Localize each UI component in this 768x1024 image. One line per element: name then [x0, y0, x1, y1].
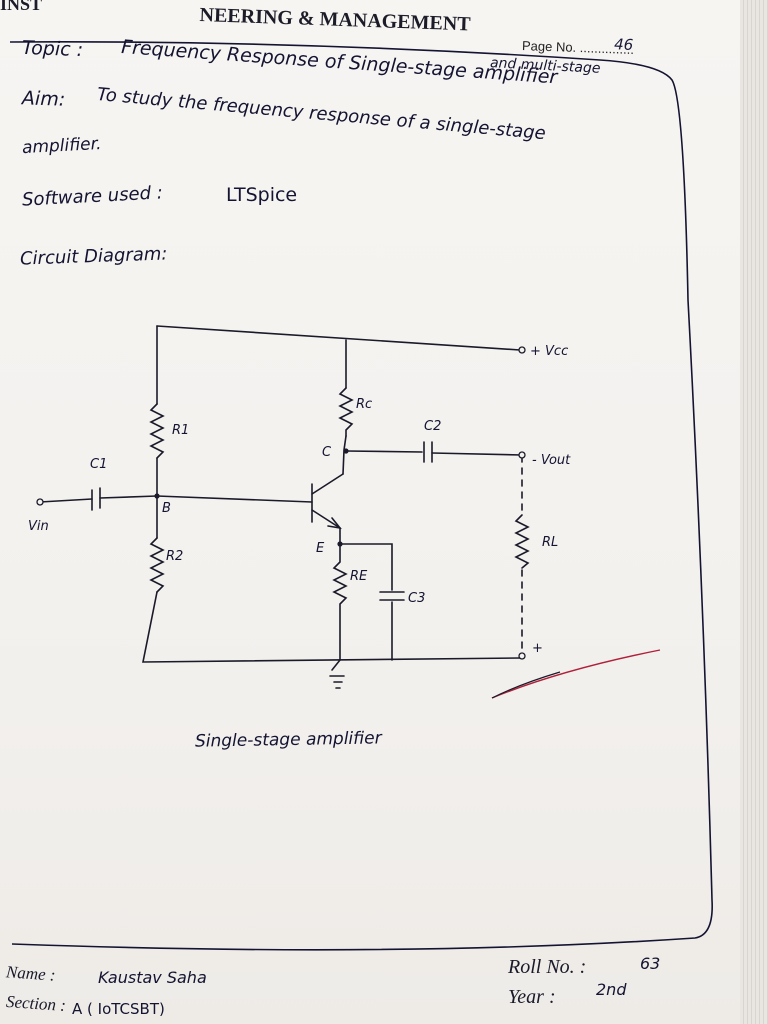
vin-label: Vin: [28, 519, 49, 534]
roll-no-label: Roll No. :: [508, 956, 587, 978]
r1-resistor: [149, 403, 165, 459]
plus-label: +: [532, 641, 543, 656]
software-value: LTSpice: [226, 184, 298, 206]
vcc-terminal: [518, 346, 526, 354]
name-label: Name :: [5, 962, 57, 985]
c1-label: C1: [90, 457, 107, 472]
c2-capacitor: [423, 441, 433, 463]
red-ink-stroke: [491, 649, 661, 699]
r2-resistor: [149, 537, 165, 593]
vcc-rail: [156, 325, 521, 351]
rl-resistor: [514, 514, 530, 569]
page-header: INST NEERING & MANAGEMENT: [0, 0, 740, 35]
c-node-label: C: [322, 445, 332, 460]
re-resistor: [332, 543, 348, 661]
notebook-page: INST NEERING & MANAGEMENT Page No. .....…: [0, 0, 740, 1024]
topic-label: Topic :: [21, 36, 84, 62]
node-b-dot: [154, 493, 160, 499]
diagram-caption: Single-stage amplifier: [194, 728, 382, 752]
rc-label: Rc: [356, 397, 372, 412]
vout-terminal: [518, 451, 526, 459]
c2-label: C2: [424, 419, 441, 434]
b-node-label: B: [162, 501, 171, 516]
c1-capacitor: [91, 487, 101, 511]
e-node-label: E: [316, 541, 325, 556]
year-label: Year :: [508, 986, 556, 1008]
re-label: RE: [350, 569, 368, 584]
name-value: Kaustav Saha: [98, 968, 207, 987]
r1-label: R1: [172, 423, 189, 438]
c3-label: C3: [408, 591, 425, 606]
rc-resistor: [338, 387, 354, 437]
year-value: 2nd: [596, 980, 627, 999]
vin-terminal: [36, 498, 44, 506]
vcc-label: + Vcc: [530, 344, 568, 359]
ground-terminal: [518, 652, 526, 660]
aim-text-line2: amplifier.: [21, 133, 102, 159]
page-border: [9, 41, 713, 951]
node-e-dot: [337, 541, 343, 547]
institution-fragment: INST: [0, 0, 43, 14]
roll-no-value: 63: [640, 954, 661, 973]
section-value: A ( IoTCSBT): [72, 1000, 165, 1018]
node-c-dot: [343, 448, 349, 454]
section-label: Section :: [5, 991, 67, 1016]
aim-label: Aim:: [21, 87, 66, 111]
circuit-diagram: + Vcc R1 Rc C2 C - Vout C1 B Vin R2 E RE…: [28, 325, 661, 699]
vout-label: - Vout: [532, 453, 571, 468]
ground-rail: [142, 591, 521, 663]
c3-capacitor: [379, 591, 405, 601]
r2-label: R2: [166, 549, 183, 564]
page-stack-edge: [740, 0, 768, 1024]
rl-label: RL: [542, 535, 558, 550]
ground-symbol: [329, 659, 345, 689]
